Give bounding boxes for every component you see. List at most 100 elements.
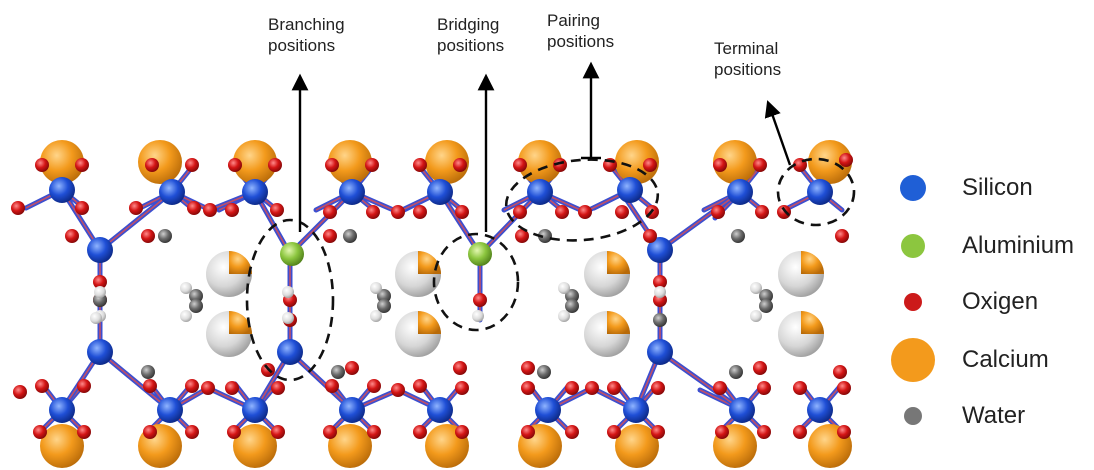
oxygen-atom — [323, 205, 337, 219]
oxygen-atom — [75, 201, 89, 215]
oxygen-atom — [35, 379, 49, 393]
oxygen-atom — [473, 293, 487, 307]
calcium-quarter — [229, 311, 252, 334]
legend: Silicon Aluminium Oxigen Calcium Water — [880, 160, 1094, 450]
silicon-atom — [157, 397, 183, 423]
oxygen-atom — [271, 381, 285, 395]
calcium-atom — [233, 424, 277, 468]
oxygen-atom — [187, 201, 201, 215]
oxygen-atom — [93, 275, 107, 289]
silicon-atom — [87, 339, 113, 365]
oxygen-atom — [578, 205, 592, 219]
oxygen-atom — [367, 379, 381, 393]
oxygen-atom — [77, 425, 91, 439]
legend-label: Water — [962, 402, 1026, 429]
silicon-atom — [49, 397, 75, 423]
water-atom — [537, 365, 551, 379]
oxygen-atom — [391, 383, 405, 397]
water-atom — [731, 229, 745, 243]
oxygen-atom — [455, 425, 469, 439]
oxygen-atom — [565, 381, 579, 395]
legend-item-aluminium: Aluminium — [880, 222, 1094, 270]
hydrogen-atom — [282, 312, 294, 324]
oxygen-atom — [413, 158, 427, 172]
water-atom — [158, 229, 172, 243]
silicon-atom — [427, 397, 453, 423]
oxygen-atom — [585, 381, 599, 395]
oxygen-atom — [201, 381, 215, 395]
calcium-atom — [328, 424, 372, 468]
water-atom — [377, 299, 391, 313]
oxygen-atom — [455, 381, 469, 395]
oxygen-atom — [651, 425, 665, 439]
water-atom — [331, 365, 345, 379]
bond-highlight — [659, 191, 741, 251]
calcium-quarter — [801, 311, 824, 334]
water-atom — [141, 365, 155, 379]
legend-item-silicon: Silicon — [880, 164, 1094, 212]
silicon-atom — [277, 339, 303, 365]
calcium-atom — [425, 140, 469, 184]
oxygen-atom — [323, 229, 337, 243]
calcium-atom — [40, 424, 84, 468]
calcium-atom — [233, 140, 277, 184]
silicon-atom — [729, 397, 755, 423]
hydrogen-atom — [750, 282, 762, 294]
oxygen-atom — [757, 381, 771, 395]
oxygen-atom — [270, 203, 284, 217]
bond-highlight — [289, 191, 353, 255]
calcium-atom — [138, 140, 182, 184]
oxygen-atom — [715, 425, 729, 439]
oxygen-atom — [13, 385, 27, 399]
calcium-quarter — [418, 311, 441, 334]
oxygen-atom — [607, 381, 621, 395]
oxygen-atom — [455, 205, 469, 219]
water-atom — [759, 289, 773, 303]
oxygen-atom — [713, 381, 727, 395]
terminal-arrow — [764, 100, 792, 166]
oxygen-atom — [145, 158, 159, 172]
oxygen-atom — [413, 205, 427, 219]
oxygen-atom — [555, 205, 569, 219]
oxygen-atom — [615, 205, 629, 219]
silicon-atom — [159, 179, 185, 205]
silicon-atom — [727, 179, 753, 205]
water-atom — [759, 299, 773, 313]
water-atom — [729, 365, 743, 379]
oxygen-atom — [833, 365, 847, 379]
oxygen-atom — [77, 379, 91, 393]
silicon-atom — [427, 179, 453, 205]
oxygen-atom — [391, 205, 405, 219]
water-atom — [565, 299, 579, 313]
oxigen-swatch — [904, 293, 922, 311]
oxygen-atom — [521, 361, 535, 375]
hydrogen-atom — [94, 286, 106, 298]
oxygen-atom — [35, 158, 49, 172]
oxygen-atom — [565, 425, 579, 439]
oxygen-atom — [607, 425, 621, 439]
oxygen-atom — [225, 203, 239, 217]
legend-item-calcium: Calcium — [880, 336, 1094, 384]
silicon-atom — [242, 397, 268, 423]
silicon-atom — [535, 397, 561, 423]
oxygen-atom — [453, 158, 467, 172]
oxygen-atom — [777, 205, 791, 219]
hydrogen-atom — [472, 310, 484, 322]
oxygen-atom — [839, 153, 853, 167]
aluminium-atom — [468, 242, 492, 266]
aluminium-swatch — [901, 234, 925, 258]
oxygen-atom — [643, 158, 657, 172]
oxygen-atom — [367, 425, 381, 439]
silicon-atom — [87, 237, 113, 263]
oxygen-atom — [33, 425, 47, 439]
oxygen-atom — [653, 275, 667, 289]
silicon-swatch — [900, 175, 926, 201]
oxygen-atom — [521, 425, 535, 439]
oxygen-atom — [141, 229, 155, 243]
oxygen-atom — [837, 425, 851, 439]
